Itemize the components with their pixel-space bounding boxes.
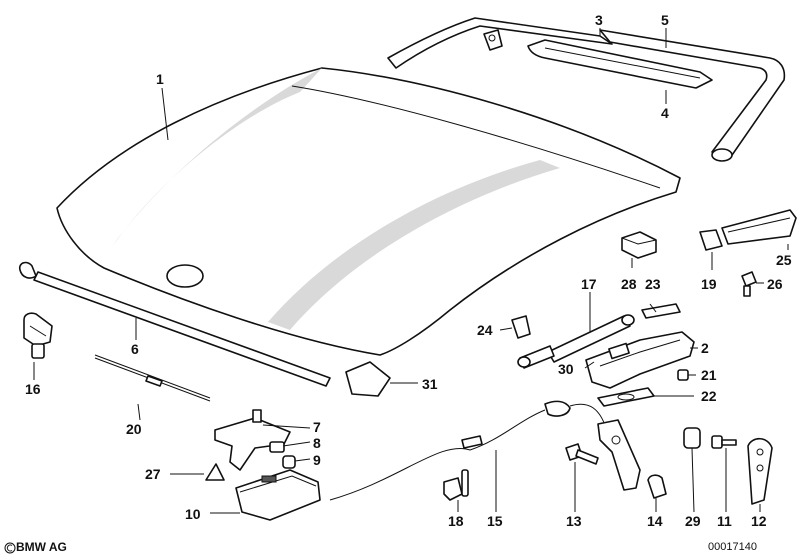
callout-11: 11 [717,513,732,529]
callout-17: 17 [581,276,597,292]
cable-clip-18[interactable] [443,469,469,501]
bolt-11[interactable] [711,435,737,449]
release-lever-12[interactable] [747,437,773,505]
callout-18: 18 [448,513,464,529]
rubber-buffer[interactable] [23,312,53,359]
callout-21: 21 [701,367,717,383]
bracket-28[interactable] [621,231,657,259]
clip-24[interactable] [511,315,531,339]
plate-22[interactable] [597,387,655,407]
callout-20: 20 [126,421,142,437]
callout-7: 7 [313,419,321,435]
callout-24: 24 [477,322,493,338]
callout-29: 29 [685,513,701,529]
document-number: 00017140 [708,541,757,553]
callout-27: 27 [145,466,161,482]
hood-panel[interactable] [56,67,681,356]
latch-bracket[interactable] [597,419,641,491]
callout-15: 15 [487,513,503,529]
callout-8: 8 [313,435,321,451]
callout-19: 19 [701,276,717,292]
callout-31: 31 [422,376,438,392]
seal-strip[interactable] [18,261,331,387]
hood-seal-right[interactable] [599,29,786,162]
callout-9: 9 [313,452,321,468]
callout-16: 16 [25,381,41,397]
callout-28: 28 [621,276,637,292]
hood-lock-upper[interactable] [214,409,291,471]
cover-31[interactable] [345,361,391,397]
gas-strut[interactable] [517,314,635,369]
callout-3: 3 [595,12,603,28]
callout-6: 6 [131,341,139,357]
hood-seal-front[interactable] [387,17,613,69]
callout-14: 14 [647,513,663,529]
bowden-cable[interactable] [329,400,607,501]
callout-1: 1 [156,71,164,87]
brand-label: BMW AG [16,540,67,554]
bolt-13[interactable] [565,443,599,465]
callout-22: 22 [701,388,717,404]
callout-26: 26 [767,276,783,292]
copyright-icon [4,542,16,554]
bracket-23[interactable] [641,303,681,319]
callout-23: 23 [645,276,661,292]
callout-30: 30 [558,361,574,377]
hood-lock-lower[interactable] [235,469,321,521]
release-cable[interactable] [94,354,211,402]
hood-hinge[interactable] [585,331,695,389]
callout-4: 4 [661,105,669,121]
callout-12: 12 [751,513,767,529]
callout-25: 25 [776,252,792,268]
leader-lines [33,28,789,514]
lock-bolt-8[interactable] [269,441,285,453]
callout-13: 13 [566,513,582,529]
seal-left[interactable] [527,39,713,89]
lock-nut-9[interactable] [282,455,296,469]
callout-labels: 1 3 5 4 6 16 20 7 8 9 27 10 18 15 13 14 … [25,12,792,529]
sleeve-29[interactable] [683,427,701,449]
hinge-bracket-25[interactable] [721,209,797,245]
screw-21[interactable] [677,369,689,381]
clip-19[interactable] [699,229,723,251]
callout-5: 5 [661,12,669,28]
bolt-26[interactable] [741,271,757,297]
callout-10: 10 [185,506,201,522]
callout-2: 2 [701,340,709,356]
buffer-cone-27[interactable] [205,463,225,481]
seal-clip[interactable] [483,29,503,51]
buffer-14[interactable] [647,474,667,499]
